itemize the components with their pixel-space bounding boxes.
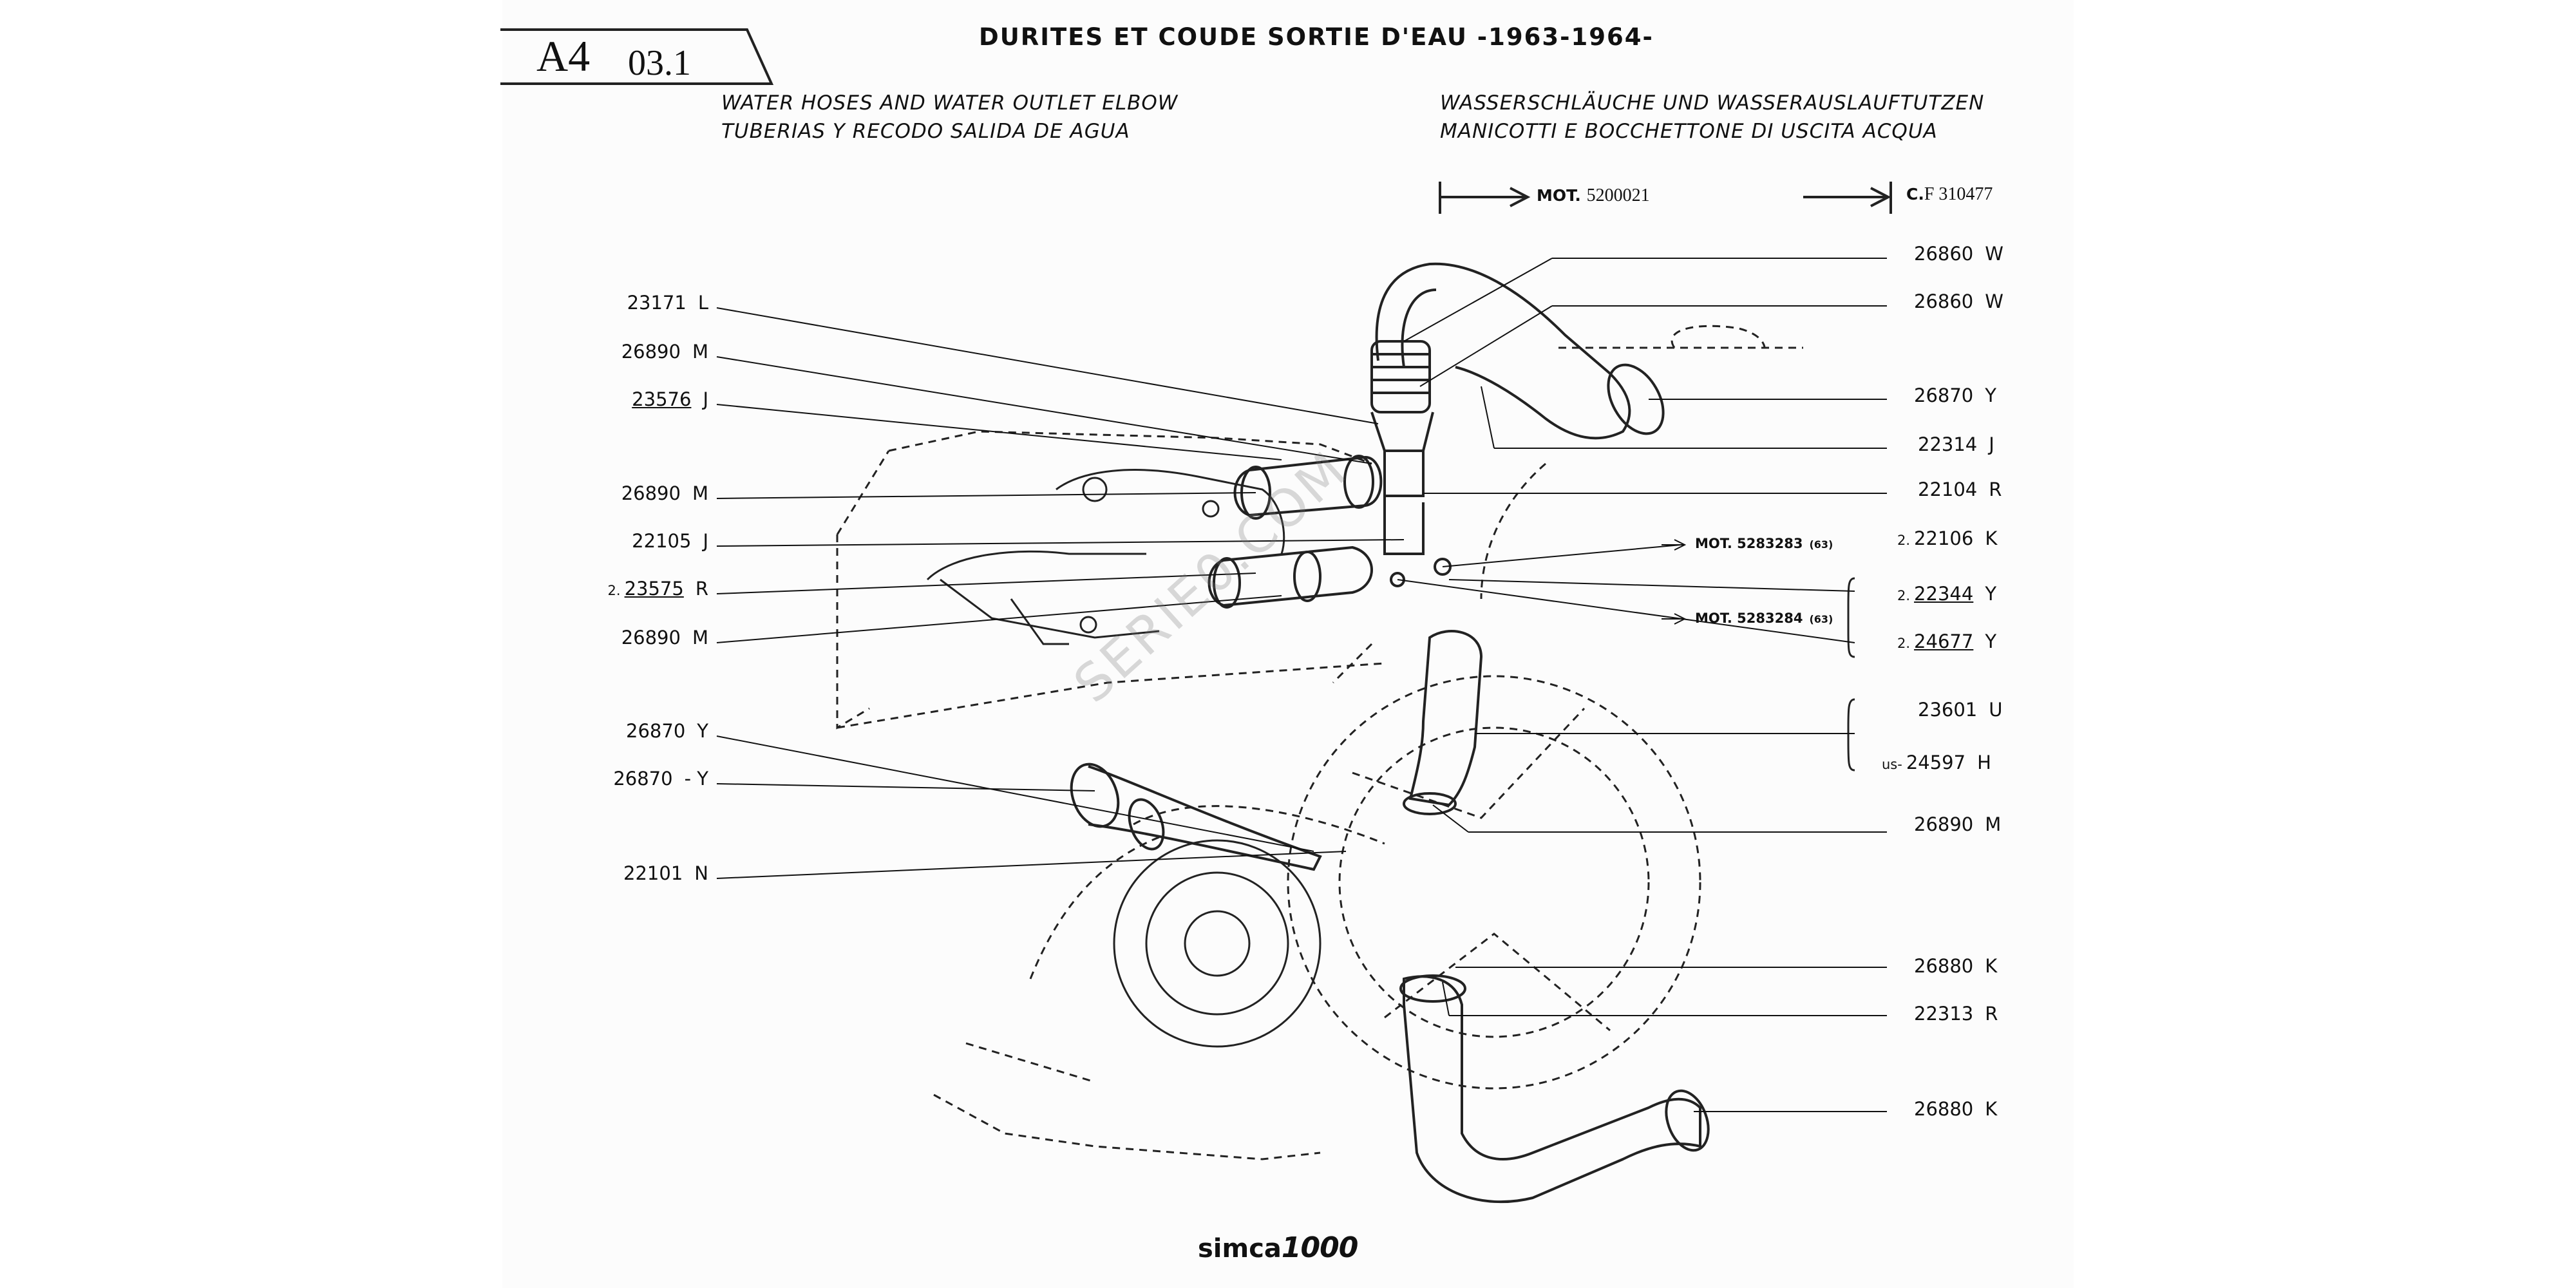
subtitle-de: WASSERSCHLÄUCHE UND WASSERAUSLAUFTUTZEN (1440, 91, 1985, 115)
mot-effectivity: MOT. 5200021 (1537, 185, 1650, 206)
simca-logo: simca1000 (1198, 1231, 1358, 1264)
mot-label: MOT. (1537, 186, 1581, 205)
cf-effectivity: C.F 310477 (1906, 184, 1993, 205)
plate-box-outline (500, 28, 774, 85)
leader-lines-left (716, 307, 1405, 879)
cf-number: F 310477 (1924, 184, 1993, 204)
engine-note: MOT. 5283283(63) (1695, 536, 1833, 551)
leader-lines-right (1397, 258, 1887, 1112)
lower-radiator-hose (1399, 974, 1710, 1204)
upper-hose-group (1370, 262, 1665, 555)
middle-hose (1390, 558, 1483, 815)
lower-left-hose (1070, 762, 1322, 871)
mot-number: 5200021 (1586, 185, 1650, 205)
cf-label: C. (1906, 185, 1924, 204)
mot-arrow-head (1510, 187, 1531, 207)
brace-right (1847, 698, 1855, 772)
brace-left (1847, 577, 1855, 658)
engine-note: MOT. 5283284(63) (1695, 611, 1833, 626)
water-pump-body (1029, 805, 1385, 1048)
parts-plate-page (502, 0, 2074, 1288)
part-label-left[interactable]: 26870- Y (613, 768, 708, 790)
page-title: DURITES ET COUDE SORTIE D'EAU -1963-1964… (979, 23, 1654, 51)
cf-arrow-head (1870, 187, 1891, 207)
plate-number: 03.1 (628, 43, 691, 83)
thermostat-housing (926, 469, 1285, 645)
plate-code: A4 (536, 32, 591, 80)
subtitle-es: TUBERIAS Y RECODO SALIDA DE AGUA (721, 120, 1130, 143)
subtitle-en: WATER HOSES AND WATER OUTLET ELBOW (721, 91, 1179, 115)
subtitle-it: MANICOTTI E BOCCHETTONE DI USCITA ACQUA (1440, 120, 1938, 143)
engine-block-dashed (836, 325, 1803, 1160)
